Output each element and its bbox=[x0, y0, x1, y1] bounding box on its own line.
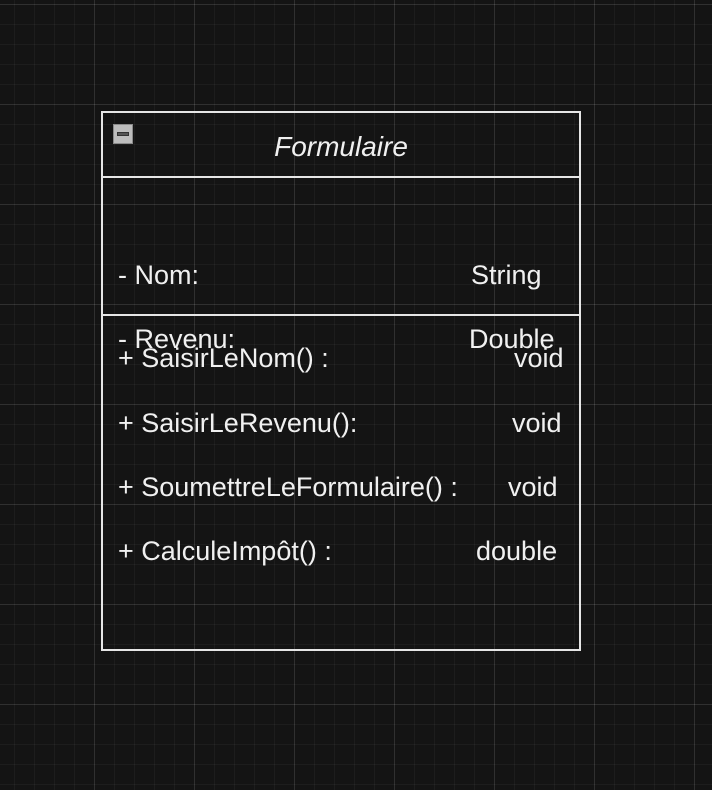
attribute-label: - Revenu: bbox=[118, 324, 236, 354]
attribute-row[interactable]: - Nom: String bbox=[103, 259, 579, 291]
method-row[interactable]: + SaisirLeNom() : void bbox=[103, 342, 579, 374]
class-header: Formulaire bbox=[103, 113, 579, 178]
method-row[interactable]: + SoumettreLeFormulaire() : void bbox=[103, 471, 579, 503]
attributes-compartment: - Nom: String - Revenu: Double bbox=[103, 178, 579, 354]
method-return-type: void bbox=[512, 408, 562, 438]
method-row[interactable]: + CalculeImpôt() : double bbox=[103, 535, 579, 567]
attribute-label: - Nom: bbox=[118, 260, 199, 290]
method-label: + CalculeImpôt() : bbox=[118, 536, 332, 566]
attribute-type: Double bbox=[469, 324, 555, 354]
attribute-type: String bbox=[471, 260, 542, 290]
attribute-row[interactable]: - Revenu: Double bbox=[103, 323, 579, 355]
method-return-type: double bbox=[476, 536, 558, 566]
method-return-type: void bbox=[514, 343, 564, 373]
class-name: Formulaire bbox=[274, 131, 408, 162]
method-label: + SaisirLeRevenu(): bbox=[118, 408, 358, 438]
uml-class-box[interactable]: Formulaire - Nom: String - Revenu: Doubl… bbox=[101, 111, 581, 651]
method-label: + SaisirLeNom() : bbox=[118, 343, 329, 373]
method-label: + SoumettreLeFormulaire() : bbox=[118, 472, 458, 502]
method-row[interactable]: + SaisirLeRevenu(): void bbox=[103, 407, 579, 439]
method-return-type: void bbox=[508, 472, 558, 502]
collapse-icon[interactable] bbox=[113, 124, 133, 144]
